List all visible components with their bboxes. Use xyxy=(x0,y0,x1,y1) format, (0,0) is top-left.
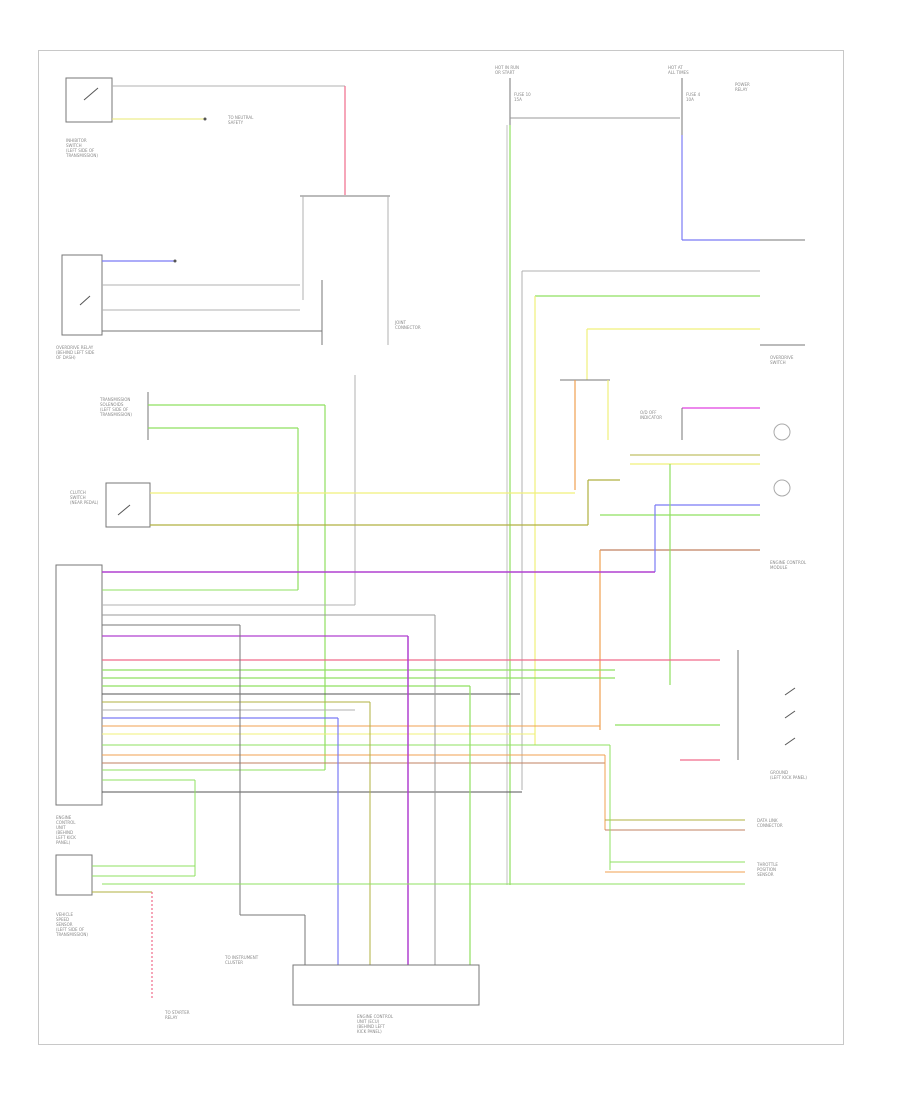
label-data-link: DATA LINK CONNECTOR xyxy=(757,818,783,828)
od-indicator xyxy=(630,407,791,497)
label-tps: THROTTLE POSITION SENSOR xyxy=(757,862,778,877)
label-engine-control-module: ENGINE CONTROL MODULE xyxy=(770,560,807,570)
label-to-neutral: TO NEUTRAL SAFETY xyxy=(228,115,254,125)
power-relay xyxy=(560,379,610,490)
label-power-relay: POWER RELAY xyxy=(735,82,750,92)
label-to-instrument: TO INSTRUMENT CLUSTER xyxy=(225,955,259,965)
label-joint-connector: JOINT CONNECTOR xyxy=(395,320,421,330)
label-overdrive-relay: OVERDRIVE RELAY (BEHIND LEFT SIDE OF DAS… xyxy=(56,345,95,360)
fuse-left-group xyxy=(506,78,680,885)
label-fuse-right: FUSE 4 10A xyxy=(686,92,701,102)
transmission-solenoids xyxy=(147,392,326,770)
inhibitor-switch xyxy=(65,77,345,123)
label-od-indicator: O/D OFF INDICATOR xyxy=(640,410,663,420)
label-hot-at-all-times: HOT AT ALL TIMES xyxy=(668,65,689,75)
label-hot-in-run: HOT IN RUN OR START xyxy=(495,65,520,75)
label-ground: GROUND (LEFT KICK PANEL) xyxy=(770,770,807,780)
label-fuse-left: FUSE 10 15A xyxy=(514,92,531,102)
vehicle-speed-sensor xyxy=(55,780,196,1000)
ecu-connector xyxy=(55,564,680,806)
label-inhibitor-switch: INHIBITOR SWITCH (LEFT SIDE OF TRANSMISS… xyxy=(66,138,98,158)
overdrive-relay xyxy=(61,254,322,336)
label-clutch-switch: CLUTCH SWITCH (NEAR PEDAL) xyxy=(70,490,99,505)
engine-control-unit-box xyxy=(292,964,480,1006)
label-overdrive-switch: OVERDRIVE SWITCH xyxy=(770,355,794,365)
fuse-right-group xyxy=(681,78,760,241)
ecm-switches xyxy=(615,650,796,761)
diagram-frame xyxy=(38,50,844,1045)
lower-right-connectors xyxy=(102,745,745,885)
label-transmission-solenoids: TRANSMISSION SOLENOIDS (LEFT SIDE OF TRA… xyxy=(100,397,132,417)
label-ecu-bottom: ENGINE CONTROL UNIT (ECU) (BEHIND LEFT K… xyxy=(357,1014,394,1034)
label-starter-relay: TO STARTER RELAY xyxy=(165,1010,190,1020)
label-ecu: ENGINE CONTROL UNIT (BEHIND LEFT KICK PA… xyxy=(56,815,76,845)
label-vss: VEHICLE SPEED SENSOR (LEFT SIDE OF TRANS… xyxy=(56,912,88,937)
clutch-switch xyxy=(105,479,620,528)
